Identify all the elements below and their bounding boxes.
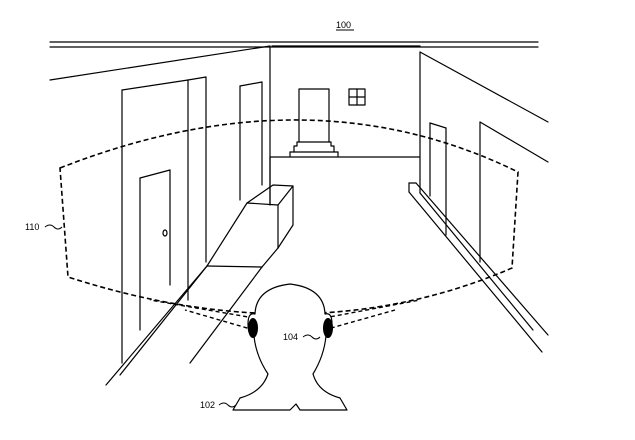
left-far-door — [240, 82, 262, 200]
field-of-view-leader — [45, 225, 62, 229]
far-wall — [270, 46, 420, 157]
field-of-view-label: 110 — [25, 222, 39, 232]
ear-device-label: 104 — [283, 332, 298, 342]
door-knob-icon — [163, 230, 167, 236]
user-head-label: 102 — [200, 400, 215, 410]
right-ear-device-icon — [323, 318, 333, 338]
user-head — [233, 284, 347, 410]
left-ear-device-icon — [248, 318, 258, 338]
left-door — [140, 170, 170, 330]
figure-number-label: 100 — [336, 20, 351, 30]
right-wall — [409, 52, 548, 352]
user-head-leader — [219, 403, 236, 407]
